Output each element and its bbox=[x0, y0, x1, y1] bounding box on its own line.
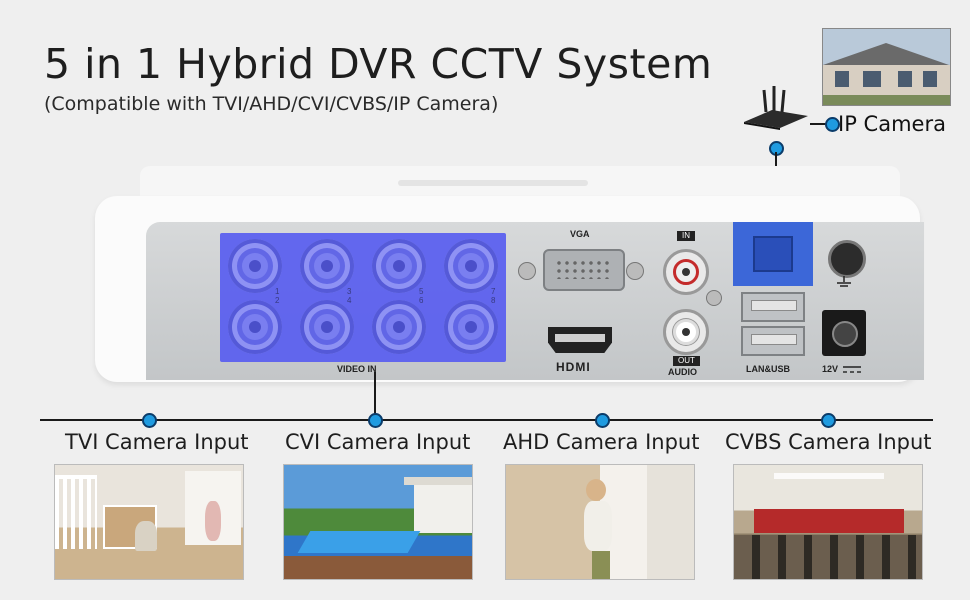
power-label: 12V bbox=[822, 364, 839, 374]
page-subtitle: (Compatible with TVI/AHD/CVI/CVBS/IP Cam… bbox=[44, 93, 499, 115]
dvr-top-notch bbox=[398, 180, 588, 186]
ground-screw-icon bbox=[706, 290, 722, 306]
ethernet-port bbox=[753, 236, 793, 272]
tvi-dot bbox=[142, 413, 157, 428]
ip-camera-dot bbox=[825, 117, 840, 132]
screw-icon bbox=[626, 262, 644, 280]
dc-power-jack bbox=[822, 310, 866, 356]
video-in-label: VIDEO IN bbox=[337, 364, 377, 374]
hdmi-port bbox=[548, 327, 612, 353]
ahd-dot bbox=[595, 413, 610, 428]
cvi-camera-input-label: CVI Camera Input bbox=[285, 430, 471, 454]
audio-out-port bbox=[663, 309, 709, 355]
bnc-port-6 bbox=[372, 300, 426, 354]
audio-out-tag: OUT bbox=[673, 356, 700, 366]
cvbs-camera-input-label: CVBS Camera Input bbox=[725, 430, 932, 454]
tvi-camera-input-label: TVI Camera Input bbox=[65, 430, 249, 454]
cvbs-dot bbox=[821, 413, 836, 428]
lan-port-highlight bbox=[733, 222, 813, 286]
ground-symbol-icon bbox=[837, 276, 851, 287]
bnc-port-7 bbox=[444, 239, 498, 293]
usb-port-1 bbox=[741, 292, 805, 322]
router-icon bbox=[744, 86, 808, 130]
channel-number: 1 bbox=[275, 287, 280, 296]
vga-label: VGA bbox=[570, 229, 590, 239]
ip-camera-house-photo bbox=[822, 28, 951, 106]
channel-number: 2 bbox=[275, 296, 280, 305]
channel-number: 7 bbox=[491, 287, 496, 296]
vga-port bbox=[543, 249, 625, 291]
ip-connector-line bbox=[810, 123, 832, 125]
channel-number: 5 bbox=[419, 287, 424, 296]
power-button bbox=[828, 240, 866, 278]
dc-symbol-icon bbox=[843, 366, 861, 373]
lan-usb-label: LAN&USB bbox=[746, 364, 790, 374]
video-in-port-group: 1 2 3 4 5 6 7 8 bbox=[220, 233, 506, 362]
hdmi-label: HDMI bbox=[556, 360, 591, 374]
page-title: 5 in 1 Hybrid DVR CCTV System bbox=[44, 40, 713, 88]
ip-camera-label: IP Camera bbox=[838, 112, 946, 136]
bnc-port-3 bbox=[300, 239, 354, 293]
channel-number: 8 bbox=[491, 296, 496, 305]
channel-number: 3 bbox=[347, 287, 352, 296]
bnc-port-1 bbox=[228, 239, 282, 293]
screw-icon bbox=[518, 262, 536, 280]
bnc-port-2 bbox=[228, 300, 282, 354]
channel-number: 6 bbox=[419, 296, 424, 305]
ahd-camera-input-label: AHD Camera Input bbox=[503, 430, 700, 454]
usb-port-2 bbox=[741, 326, 805, 356]
bnc-port-5 bbox=[372, 239, 426, 293]
channel-number: 4 bbox=[347, 296, 352, 305]
cvi-dot bbox=[368, 413, 383, 428]
audio-in-tag: IN bbox=[677, 231, 695, 241]
input-bus-line bbox=[40, 419, 933, 421]
audio-in-port bbox=[663, 249, 709, 295]
cvbs-office-photo bbox=[733, 464, 923, 580]
audio-label: AUDIO bbox=[668, 367, 697, 377]
video-in-connector-line bbox=[374, 372, 376, 420]
cvi-pool-photo bbox=[283, 464, 473, 580]
tvi-nursery-photo bbox=[54, 464, 244, 580]
bnc-port-4 bbox=[300, 300, 354, 354]
bnc-port-8 bbox=[444, 300, 498, 354]
ahd-person-photo bbox=[505, 464, 695, 580]
